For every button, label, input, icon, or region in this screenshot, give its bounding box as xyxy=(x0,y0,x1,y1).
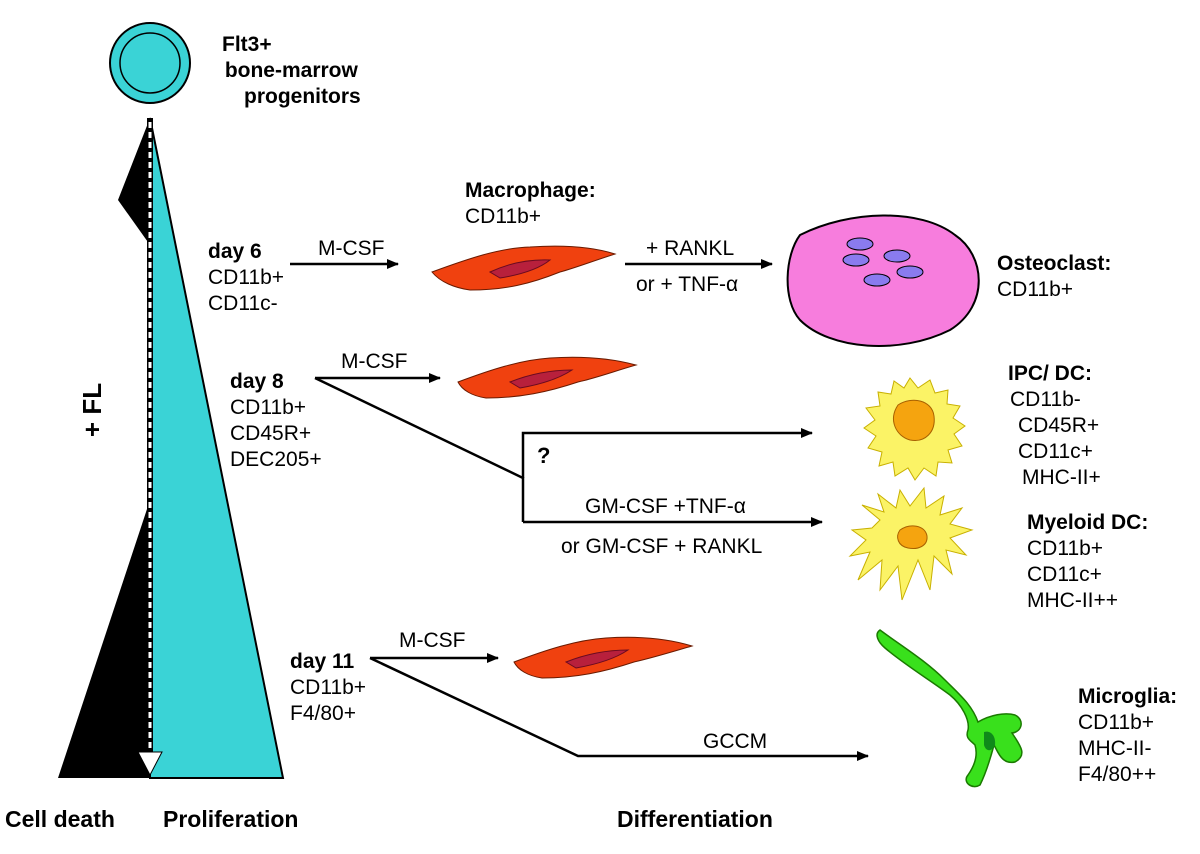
progenitor-line-3: progenitors xyxy=(244,85,361,108)
day8-marker-2: CD45R+ xyxy=(230,422,312,445)
day11-title: day 11 xyxy=(290,650,355,673)
ipc-dc-marker-3: CD11c+ xyxy=(1018,440,1093,463)
day8-mcsf-label: M-CSF xyxy=(341,350,408,373)
progenitor-label: Flt3+ bone-marrow progenitors xyxy=(222,32,361,110)
progenitor-line-2: bone-marrow xyxy=(224,59,358,82)
day8-ipc-arrow xyxy=(521,428,813,478)
osteoclast-title: Osteoclast: xyxy=(997,252,1112,275)
time-axis-arrowhead xyxy=(137,751,163,777)
myeloid-dc-marker-2: CD11c+ xyxy=(1027,563,1102,586)
fl-factor-label: + FL xyxy=(77,382,107,438)
day11-label: day 11 CD11b+ F4/80+ xyxy=(290,649,366,727)
day6-marker-1: CD11b+ xyxy=(208,266,285,289)
progenitor-line-1: Flt3+ xyxy=(222,33,272,56)
myeloid-dc-cell-icon xyxy=(848,486,974,601)
day6-title: day 6 xyxy=(208,240,262,263)
gm-tnf-label: GM-CSF +TNF-α xyxy=(585,495,746,518)
progenitor-cell-icon xyxy=(109,22,191,104)
ipc-dc-marker-4: MHC-II+ xyxy=(1022,466,1101,489)
gccm-label: GCCM xyxy=(703,730,768,753)
microglia-marker-1: CD11b+ xyxy=(1078,711,1155,734)
ipc-dc-cell-icon xyxy=(863,377,966,481)
myeloid-dc-marker-3: MHC-II++ xyxy=(1027,589,1119,612)
myeloid-dc-label: Myeloid DC: CD11b+ CD11c+ MHC-II++ xyxy=(1027,510,1148,614)
ipc-dc-marker-2: CD45R+ xyxy=(1018,414,1100,437)
rankl-label: + RANKL xyxy=(646,237,735,260)
day8-marker-1: CD11b+ xyxy=(230,396,307,419)
macrophage-title: Macrophage: xyxy=(465,179,596,202)
day8-marker-3: DEC205+ xyxy=(230,448,322,471)
day11-marker-2: F4/80+ xyxy=(290,702,356,725)
day6-label: day 6 CD11b+ CD11c- xyxy=(208,239,284,317)
differentiation-label: Differentiation xyxy=(617,806,773,832)
proliferation-label: Proliferation xyxy=(163,806,299,832)
day8-label: day 8 CD11b+ CD45R+ DEC205+ xyxy=(230,369,322,473)
gm-rankl-label: or GM-CSF + RANKL xyxy=(561,535,763,558)
microglia-label: Microglia: CD11b+ MHC-II- F4/80++ xyxy=(1078,684,1177,788)
day8-branch-line xyxy=(314,376,525,522)
day6-marker-2: CD11c- xyxy=(208,292,278,315)
ipc-dc-label: IPC/ DC: CD11b- CD45R+ CD11c+ MHC-II+ xyxy=(1008,361,1101,491)
osteoclast-label: Osteoclast: CD11b+ xyxy=(997,251,1111,303)
tnf-label: or + TNF-α xyxy=(636,273,739,296)
day11-gccm-arrow xyxy=(369,656,869,761)
macrophage-cell-icon-day11 xyxy=(513,636,694,679)
macrophage-cell-icon xyxy=(431,245,617,291)
ipc-dc-marker-1: CD11b- xyxy=(1010,388,1081,411)
microglia-marker-2: MHC-II- xyxy=(1078,737,1152,760)
microglia-cell-icon xyxy=(876,629,1023,788)
cell-death-wedge-upper xyxy=(118,118,150,245)
ipc-dc-title: IPC/ DC: xyxy=(1008,362,1092,385)
microglia-marker-3: F4/80++ xyxy=(1078,763,1157,786)
microglia-title: Microglia: xyxy=(1078,685,1178,708)
macrophage-marker: CD11b+ xyxy=(465,205,542,228)
macrophage-label: Macrophage: CD11b+ xyxy=(465,178,596,230)
day11-marker-1: CD11b+ xyxy=(290,676,367,699)
cell-death-label: Cell death xyxy=(5,806,115,832)
cell-death-wedge-lower xyxy=(58,500,150,778)
question-mark: ? xyxy=(537,443,551,468)
myeloid-dc-marker-1: CD11b+ xyxy=(1027,537,1104,560)
osteoclast-cell-icon xyxy=(786,214,980,347)
myeloid-dc-title: Myeloid DC: xyxy=(1027,511,1149,534)
macrophage-cell-icon-day8 xyxy=(457,356,638,399)
day11-mcsf-label: M-CSF xyxy=(399,629,466,652)
day6-mcsf-label: M-CSF xyxy=(318,237,385,260)
osteoclast-marker: CD11b+ xyxy=(997,278,1074,301)
day8-title: day 8 xyxy=(230,370,284,393)
